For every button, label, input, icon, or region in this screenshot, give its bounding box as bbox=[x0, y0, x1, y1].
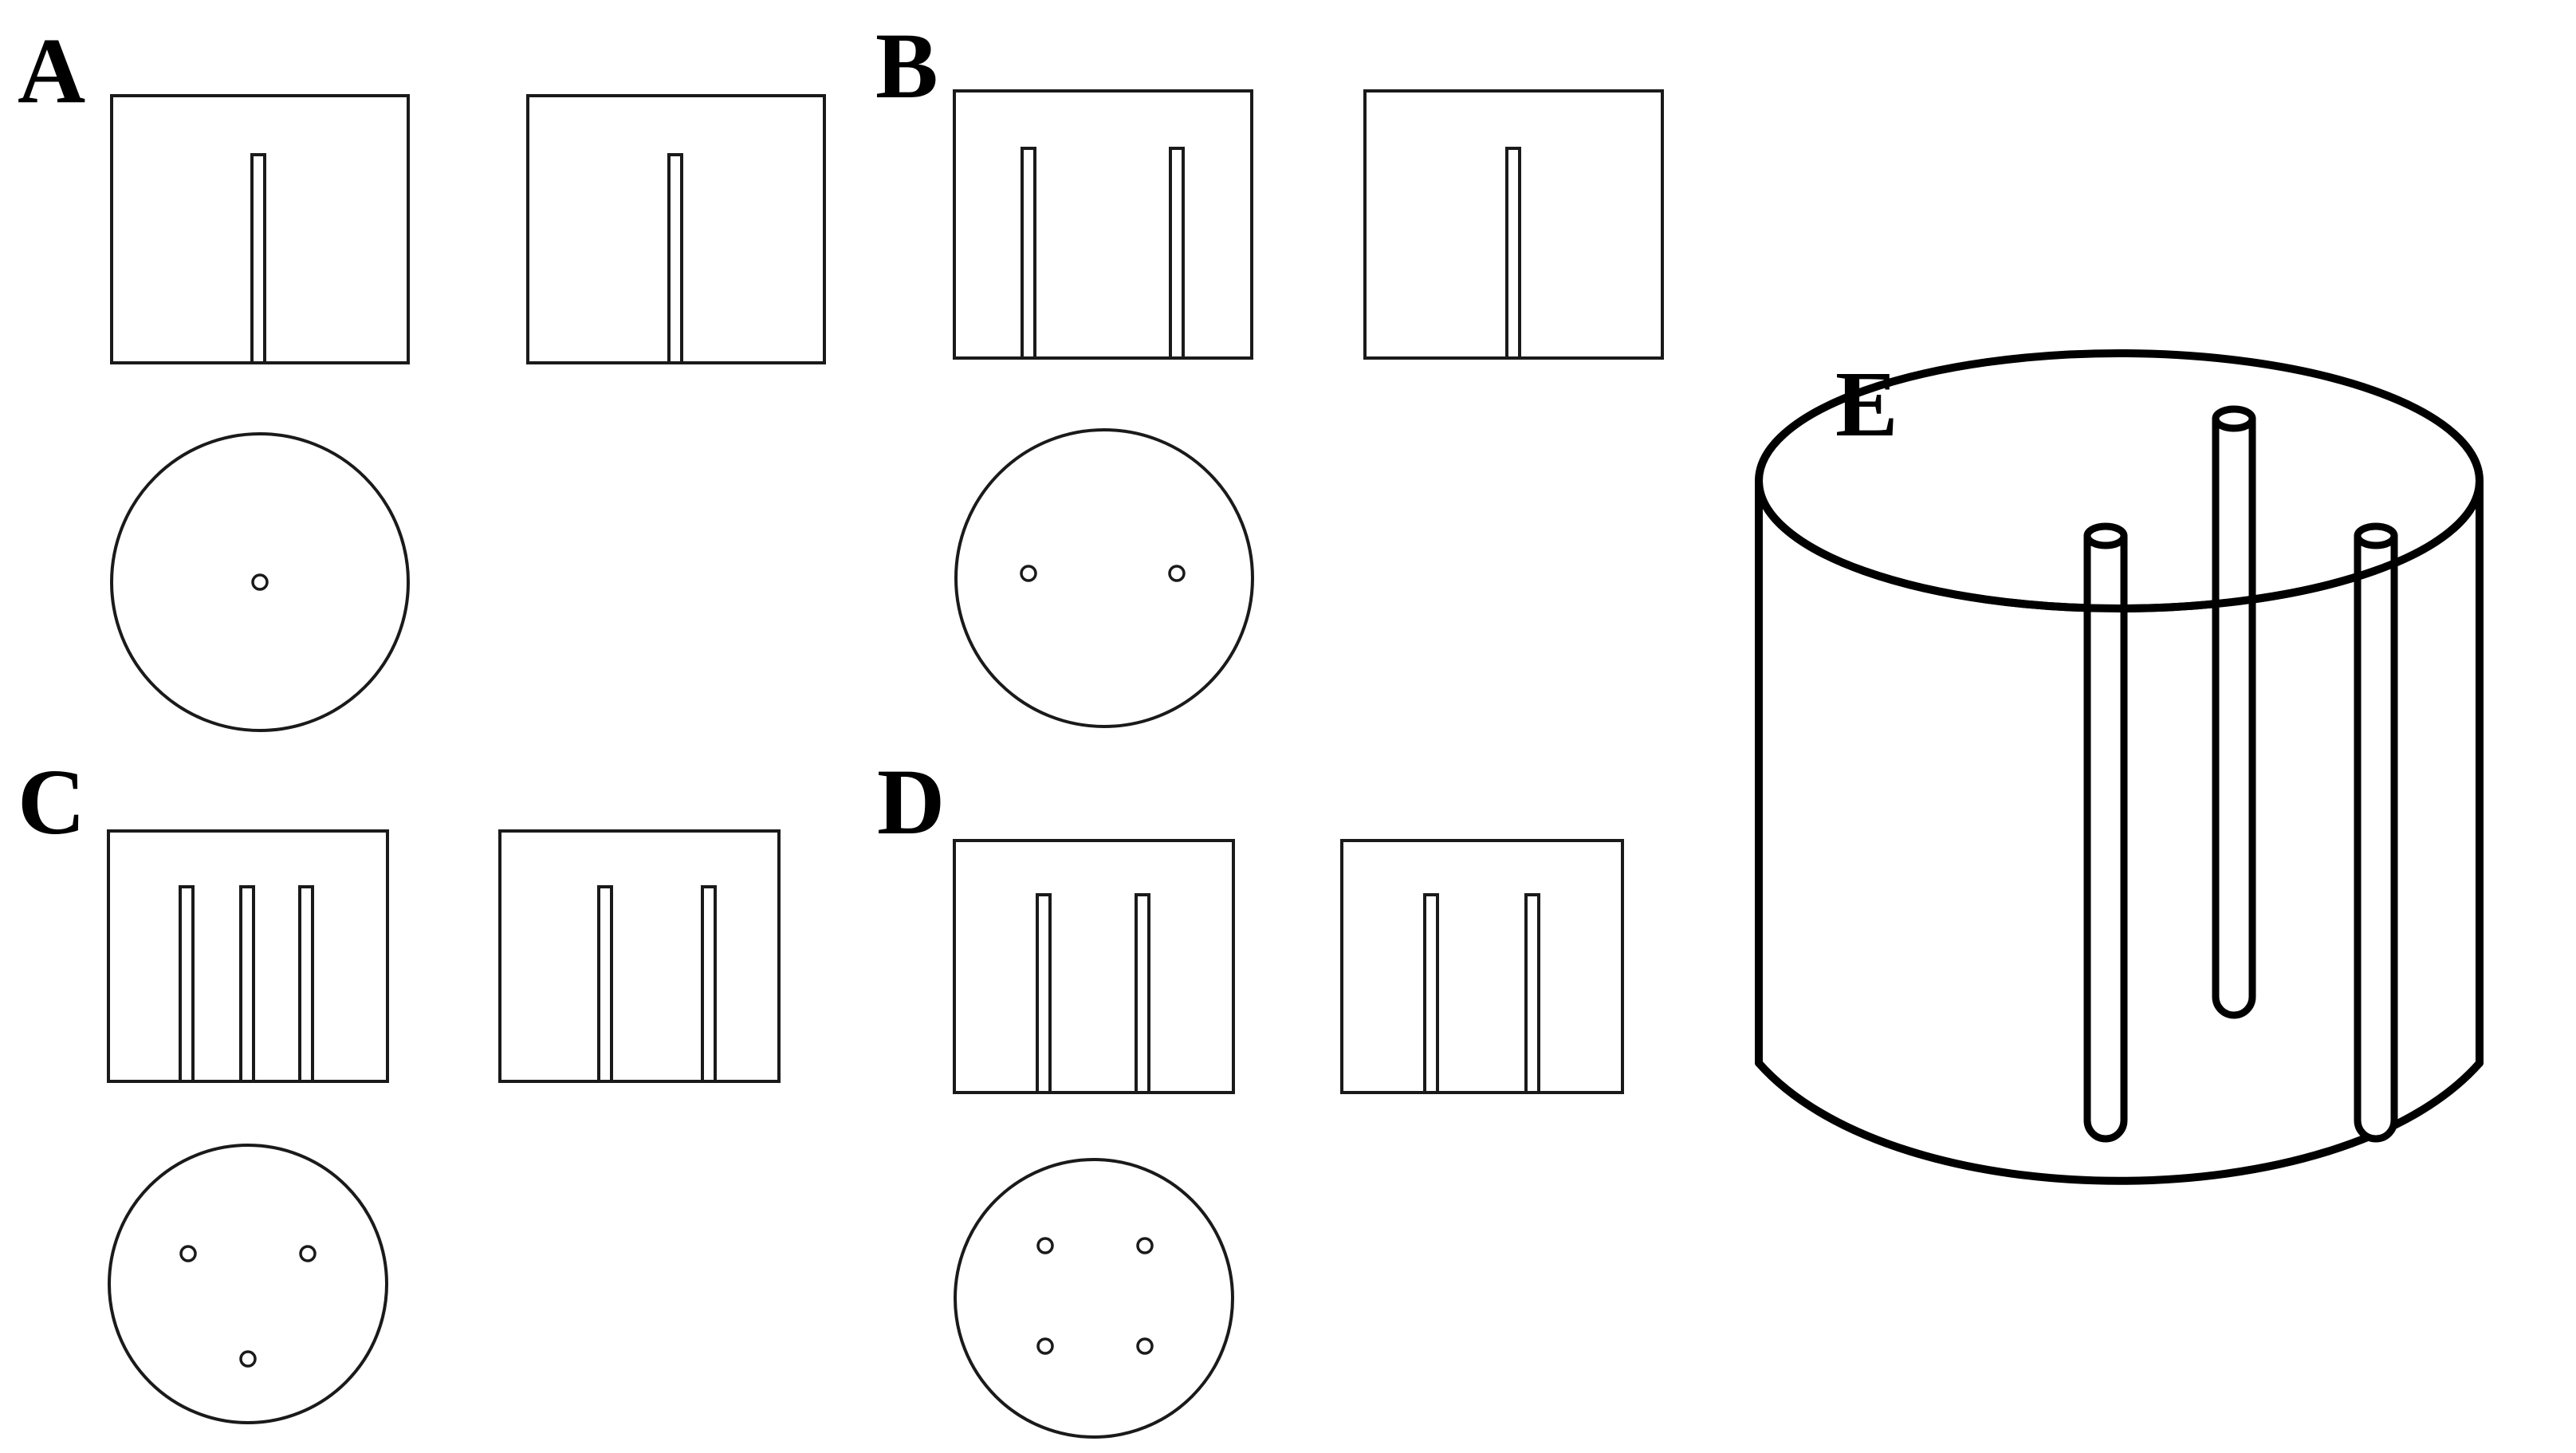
electrode-hole bbox=[1036, 1337, 1054, 1355]
electrode-rod bbox=[1169, 147, 1185, 360]
electrode-hole bbox=[1020, 565, 1037, 582]
panel-b-side-view-2 bbox=[1363, 89, 1664, 360]
panel-b-label: B bbox=[875, 14, 938, 118]
panel-a-top-view bbox=[110, 432, 410, 732]
panel-e-label: E bbox=[1835, 352, 1898, 456]
panel-a: A bbox=[18, 18, 826, 732]
panel-b-top-view bbox=[954, 428, 1254, 728]
electrode-rod bbox=[1021, 147, 1036, 360]
panel-e: E bbox=[1755, 349, 2484, 1185]
panel-c: C bbox=[18, 750, 781, 1424]
rod-center bbox=[2212, 405, 2256, 1019]
electrode-rod bbox=[1135, 893, 1150, 1094]
panel-d-top-view bbox=[954, 1158, 1234, 1439]
panel-d: D bbox=[877, 750, 1624, 1439]
rod-left bbox=[2083, 522, 2128, 1143]
panel-c-top-view bbox=[108, 1144, 388, 1424]
electrode-hole bbox=[299, 1245, 317, 1262]
panel-b: B bbox=[875, 14, 1664, 728]
panel-d-side-view-1 bbox=[953, 839, 1235, 1094]
electrode-rod bbox=[239, 885, 255, 1083]
electrode-rod bbox=[1524, 893, 1540, 1094]
electrode-rod bbox=[179, 885, 195, 1083]
electrode-rod bbox=[667, 153, 683, 364]
cylinder-bottom bbox=[1755, 1059, 2484, 1185]
panel-e-cylinder bbox=[1755, 349, 2484, 1185]
cylinder-top-front-rim bbox=[1755, 477, 2484, 612]
panel-c-side-view-2 bbox=[498, 829, 781, 1083]
electrode-hole bbox=[179, 1245, 197, 1262]
electrode-rod bbox=[1036, 893, 1052, 1094]
electrode-rod bbox=[298, 885, 314, 1083]
electrode-rod bbox=[701, 885, 717, 1083]
panel-b-side-view-1 bbox=[953, 89, 1253, 360]
electrode-hole bbox=[1168, 565, 1186, 582]
panel-a-label: A bbox=[18, 18, 85, 123]
electrode-hole bbox=[1136, 1237, 1154, 1254]
panel-d-label: D bbox=[877, 750, 945, 854]
electrode-rod bbox=[597, 885, 613, 1083]
electrode-hole bbox=[1136, 1337, 1154, 1355]
electrode-rod bbox=[1505, 147, 1521, 360]
panel-a-side-view-1 bbox=[110, 94, 410, 364]
panel-a-side-view-2 bbox=[526, 94, 826, 364]
electrode-rod bbox=[250, 153, 266, 364]
electrode-hole bbox=[1036, 1237, 1054, 1254]
electrode-rod bbox=[1423, 893, 1439, 1094]
panel-d-side-view-2 bbox=[1340, 839, 1624, 1094]
panel-c-label: C bbox=[18, 750, 85, 854]
rod-right bbox=[2354, 522, 2398, 1143]
electrode-hole bbox=[239, 1350, 257, 1368]
electrode-hole bbox=[251, 573, 269, 591]
panel-c-side-view-1 bbox=[107, 829, 389, 1083]
